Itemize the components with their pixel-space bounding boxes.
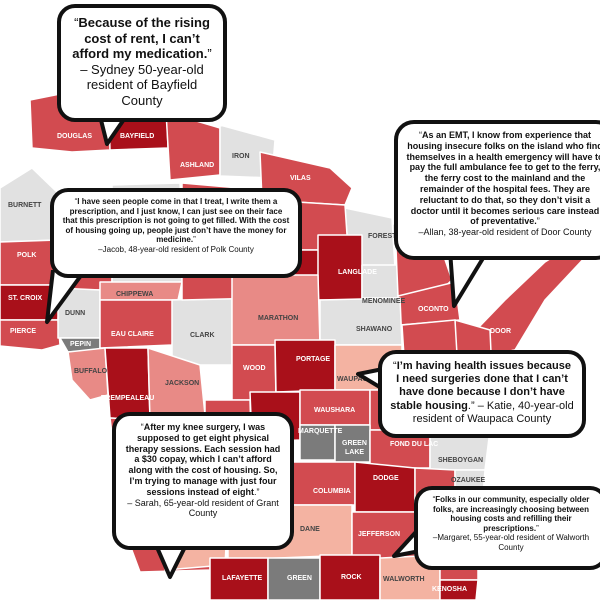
county-marathon	[231, 274, 321, 346]
label-eau-claire: EAU CLAIRE	[111, 331, 154, 338]
label-green-lake-1: GREEN	[342, 440, 367, 447]
label-clark: CLARK	[190, 332, 215, 339]
label-ozaukee: OZAUKEE	[451, 477, 486, 484]
label-pierce: PIERCE	[10, 328, 36, 335]
quote-open: “	[432, 495, 436, 504]
county-trempealeau	[104, 347, 151, 421]
label-chippewa: CHIPPEWA	[116, 291, 153, 298]
quote-open: “	[74, 15, 79, 30]
label-langlade: LANGLADE	[338, 269, 377, 276]
quote-close: ”	[536, 216, 540, 227]
label-marathon: MARATHON	[258, 315, 298, 322]
county-buffalo	[67, 347, 109, 401]
quote-close: ”	[536, 523, 539, 533]
label-jackson: JACKSON	[165, 380, 199, 387]
label-dunn: DUNN	[65, 310, 85, 317]
label-iron: IRON	[232, 153, 250, 160]
county-green	[267, 557, 321, 600]
quote-close: ”	[207, 46, 212, 62]
label-sheboygan: SHEBOYGAN	[438, 457, 483, 464]
quote-close: .”	[467, 399, 475, 412]
quote-bubble-allan: “As an EMT, I know from experience that …	[394, 120, 600, 260]
bubble-tail-allan	[448, 250, 498, 310]
label-green-lake-2: LAKE	[345, 449, 364, 456]
label-columbia: COLUMBIA	[313, 488, 351, 495]
quote-open: “	[393, 360, 397, 372]
quote-bubble-sarah: “After my knee surgery, I was supposed t…	[112, 412, 294, 550]
bubble-tail-jacob	[45, 270, 90, 325]
quote-bubble-jacob: “I have seen people come in that I treat…	[50, 188, 302, 278]
label-green: GREEN	[287, 575, 312, 582]
quote-bubble-katie: “I’m having health issues because I need…	[378, 350, 586, 438]
county-ashland	[165, 111, 221, 181]
label-marquette: MARQUETTE	[298, 428, 343, 435]
quote-attribution: –Jacob, 48-year-old resident of Polk Cou…	[98, 244, 254, 254]
label-waushara: WAUSHARA	[314, 407, 355, 414]
label-dodge: DODGE	[373, 475, 399, 482]
label-trempealeau: TREMPEALEAU	[101, 395, 154, 402]
label-waupaca: WAUPACA	[337, 376, 373, 383]
quote-attribution: – Sydney 50-year-old resident of Bayfiel…	[80, 61, 204, 108]
label-douglas: DOUGLAS	[57, 133, 92, 140]
label-wood: WOOD	[243, 365, 266, 372]
county-shawano	[319, 297, 403, 346]
quote-close: ”	[193, 235, 196, 245]
quote-attribution: – Katie, 40-year-old resident of Waupaca…	[412, 399, 574, 425]
county-lafayette	[209, 557, 269, 600]
label-jefferson: JEFFERSON	[358, 531, 400, 538]
county-kenosha	[439, 579, 479, 600]
quote-text: Folks in our community, especially older…	[432, 495, 590, 533]
quote-attribution: –Margaret, 55-year-old resident of Walwo…	[432, 533, 590, 552]
quote-attribution: – Sarah, 65-year-old resident of Grant C…	[127, 497, 279, 519]
county-langlade	[317, 234, 363, 301]
label-fond-du-lac: FOND DU LAC	[390, 441, 438, 448]
quote-text: Because of the rising cost of rent, I ca…	[72, 15, 210, 62]
label-lafayette: LAFAYETTE	[222, 575, 263, 582]
label-portage: PORTAGE	[296, 356, 330, 363]
label-forest: FOREST	[368, 233, 397, 240]
county-dodge	[354, 461, 416, 513]
quote-bubble-margaret: “Folks in our community, especially olde…	[414, 486, 600, 570]
label-ashland: ASHLAND	[180, 162, 214, 169]
quote-text: I’m having health issues because I need …	[390, 360, 571, 412]
quote-text: As an EMT, I know from experience that h…	[406, 130, 600, 227]
label-bayfield: BAYFIELD	[120, 133, 154, 140]
label-dane: DANE	[300, 526, 320, 533]
quote-open: “	[418, 130, 422, 140]
quote-attribution: –Allan, 38-year-old resident of Door Cou…	[418, 227, 592, 238]
quote-open: “	[74, 197, 78, 206]
label-vilas: VILAS	[290, 175, 311, 182]
label-walworth: WALWORTH	[383, 576, 425, 583]
label-rock: ROCK	[341, 574, 362, 581]
quote-text: After my knee surgery, I was supposed to…	[125, 422, 281, 497]
quote-open: “	[140, 422, 144, 432]
county-rock	[319, 554, 381, 600]
label-shawano: SHAWANO	[356, 326, 393, 333]
label-st-croix: ST. CROIX	[8, 295, 43, 302]
county-eau-claire	[99, 299, 179, 349]
label-pepin: PEPIN	[70, 341, 91, 348]
bubble-tail-sarah	[150, 545, 190, 580]
quote-bubble-sydney: “Because of the rising cost of rent, I c…	[57, 4, 227, 122]
label-polk: POLK	[17, 252, 36, 259]
label-door: DOOR	[490, 328, 511, 335]
county-portage	[274, 339, 336, 393]
county-columbia	[289, 461, 356, 506]
label-menominee: MENOMINEE	[362, 298, 406, 305]
label-burnett: BURNETT	[8, 202, 42, 209]
label-buffalo: BUFFALO	[74, 368, 108, 375]
quote-close: .”	[254, 486, 260, 497]
label-kenosha: KENOSHA	[432, 586, 467, 593]
label-oconto: OCONTO	[418, 306, 449, 313]
quote-text: I have seen people come in that I treat,…	[62, 197, 290, 245]
